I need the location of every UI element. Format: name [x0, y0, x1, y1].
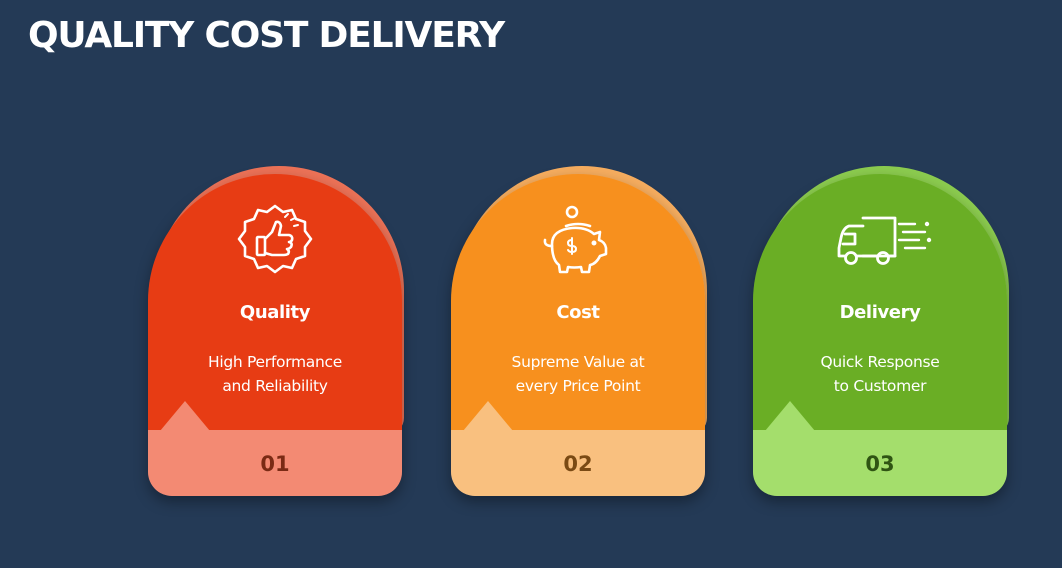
card-description: High Performance and Reliability [178, 350, 372, 398]
card-quality: Quality High Performance and Reliability… [148, 166, 404, 496]
card-footer [753, 430, 1007, 496]
card-footer [148, 430, 402, 496]
card-cost: Cost Supreme Value at every Price Point … [451, 166, 707, 496]
card-description-line: and Reliability [222, 377, 328, 395]
slide-title: QUALITY COST DELIVERY [28, 15, 505, 56]
card-description-line: Supreme Value at [511, 353, 645, 371]
card-number: 02 [563, 452, 593, 476]
card-description: Supreme Value at every Price Point [481, 350, 675, 398]
triangle-pointer [765, 401, 815, 431]
card-front: Delivery Quick Response to Customer 03 [753, 174, 1007, 496]
card-front: Cost Supreme Value at every Price Point … [451, 174, 705, 496]
card-description: Quick Response to Customer [783, 350, 977, 398]
card-title: Delivery [839, 302, 921, 323]
card-number: 01 [260, 452, 290, 476]
card-title: Quality [239, 302, 311, 323]
card-description-line: to Customer [833, 377, 927, 395]
card-body [451, 174, 705, 430]
triangle-pointer [463, 401, 513, 431]
card-number: 03 [865, 452, 895, 476]
piggy-bank-icon [543, 205, 608, 274]
card-description-line: Quick Response [820, 353, 940, 371]
card-body [148, 174, 402, 430]
card-delivery: Delivery Quick Response to Customer 03 [753, 166, 1009, 496]
card-front: Quality High Performance and Reliability… [148, 174, 402, 496]
card-title: Cost [556, 302, 600, 323]
card-description-line: High Performance [208, 353, 342, 371]
delivery-truck-icon [837, 216, 932, 265]
card-footer [451, 430, 705, 496]
card-description-line: every Price Point [515, 377, 641, 395]
thumbs-up-badge-icon [237, 204, 313, 274]
triangle-pointer [160, 401, 210, 431]
